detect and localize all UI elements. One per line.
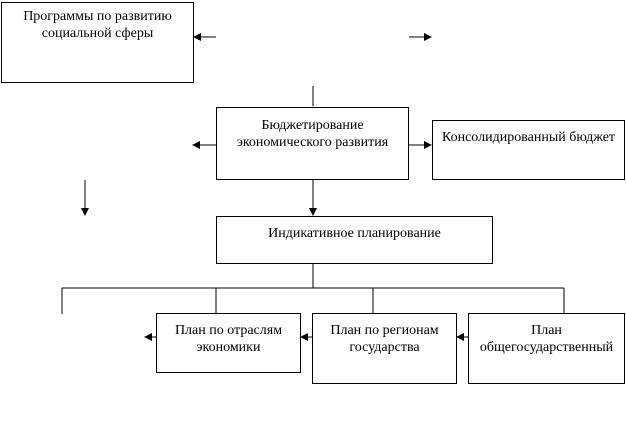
state-plan-box: План общегосударственный — [468, 313, 625, 384]
sector-plan-label: План по отраслям экономики — [174, 323, 283, 355]
consolidated-budget-label: Консолидированный бюджет — [441, 130, 616, 145]
regional-plan-label: План по регионам государства — [330, 323, 439, 355]
indicative-planning-box: Индикативное планирование — [216, 216, 493, 264]
indicative-planning-label: Индикативное планирование — [268, 226, 441, 241]
state-plan-label: План общегосударственный — [479, 323, 614, 355]
budgeting-label: Бюджетирование экономического развития — [236, 118, 389, 150]
budgeting-box: Бюджетирование экономического развития — [216, 107, 409, 180]
programs-box: Программы по развитию социальной сферы — [1, 2, 194, 83]
sector-plan-box: План по отраслям экономики — [156, 313, 301, 373]
programs-label: Программы по развитию социальной сферы — [23, 9, 172, 41]
regional-plan-box: План по регионам государства — [312, 313, 457, 384]
consolidated-budget-box: Консолидированный бюджет — [432, 120, 625, 180]
